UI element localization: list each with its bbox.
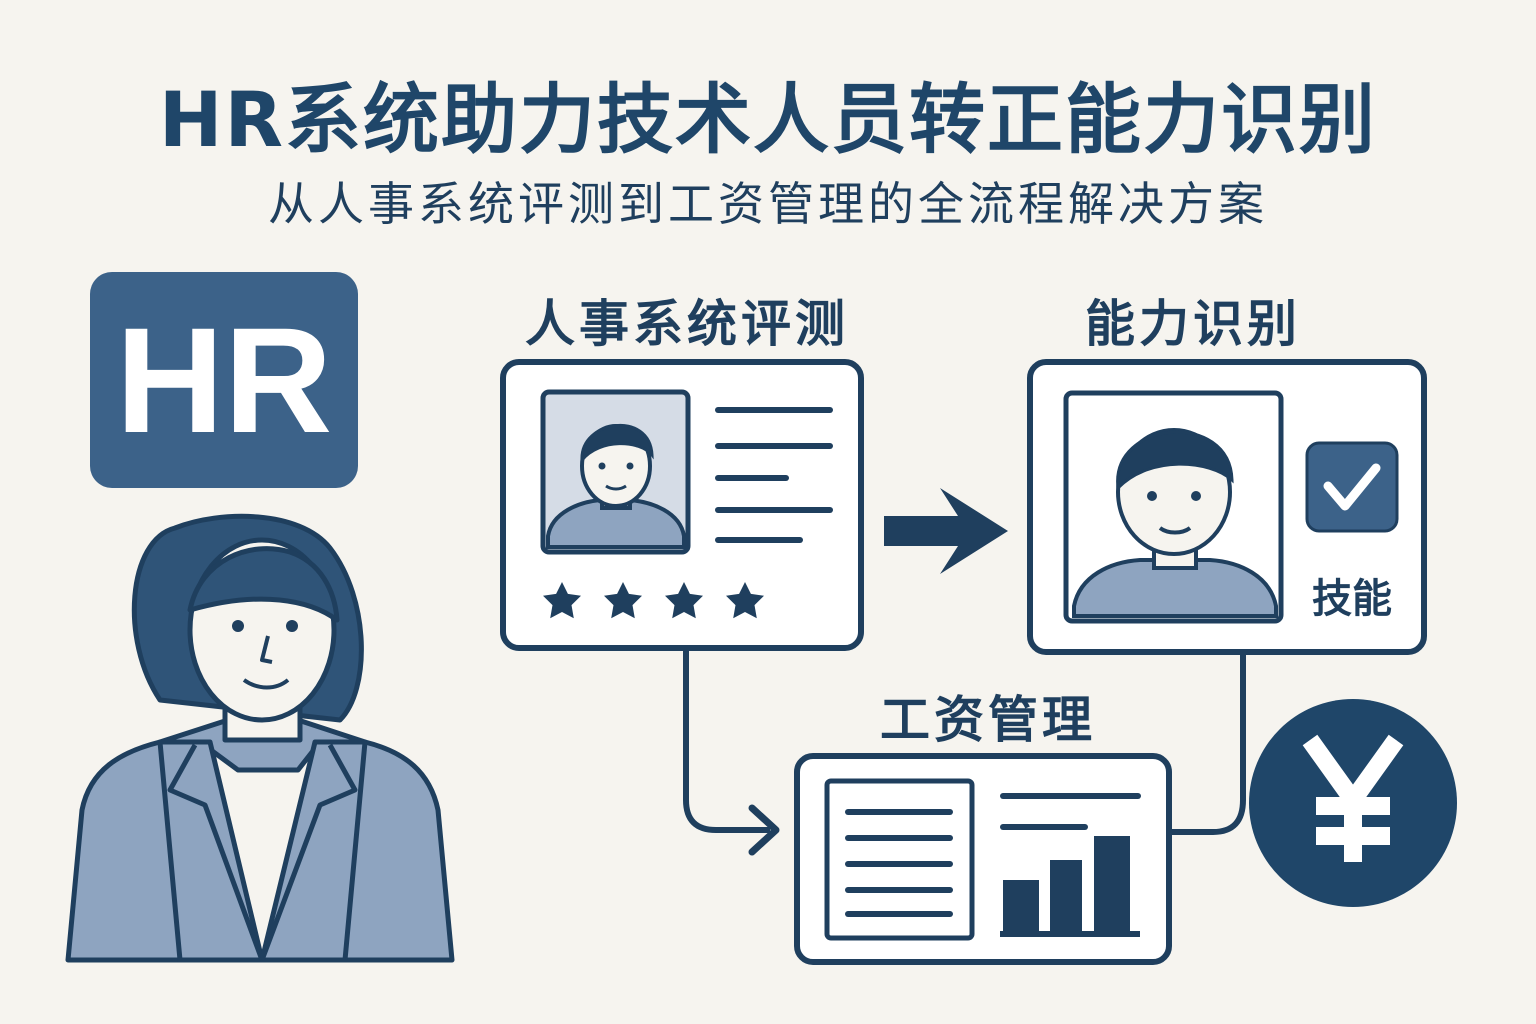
salary-arrowhead (748, 804, 780, 856)
page-subtitle: 从人事系统评测到工资管理的全流程解决方案 (268, 177, 1268, 231)
document-icon (824, 778, 975, 941)
summary-lines (1000, 793, 1141, 830)
page-title: HR系统助力技术人员转正能力识别 (158, 75, 1378, 164)
bar-chart-icon (1000, 836, 1140, 937)
checkbox-icon (1305, 441, 1399, 533)
salary-card (794, 753, 1172, 965)
hr-badge: HR (90, 272, 358, 488)
ability-label: 能力识别 (1085, 295, 1301, 353)
arrow-right-icon (884, 488, 1008, 574)
yen-icon (1249, 699, 1457, 907)
evaluation-label: 人事系统评测 (525, 295, 849, 353)
skill-label: 技能 (1312, 576, 1392, 622)
person-avatar-icon (1063, 390, 1284, 624)
ability-card (1027, 359, 1427, 655)
person-avatar-icon (540, 389, 691, 555)
evaluation-card (500, 359, 864, 651)
hr-woman-icon (65, 513, 455, 963)
profile-text-lines (715, 407, 833, 543)
flow-connectors (683, 648, 1246, 835)
salary-label: 工资管理 (880, 691, 1096, 749)
